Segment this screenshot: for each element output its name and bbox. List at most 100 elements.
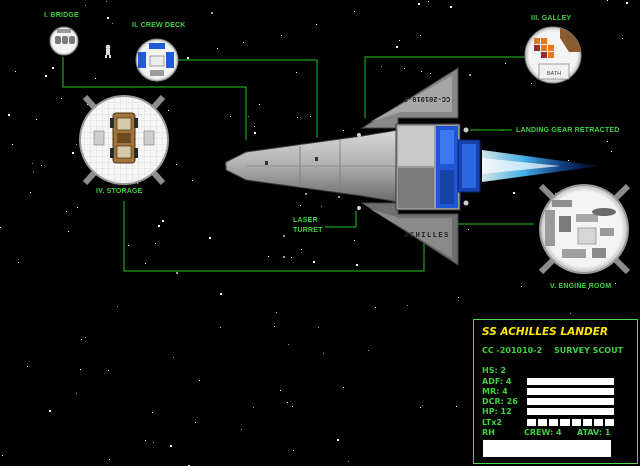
star [117,306,118,307]
turret-connector [325,211,357,228]
star [607,0,608,1]
star [33,171,34,172]
star [268,256,269,257]
star [155,243,156,244]
star [76,393,77,394]
star [354,11,355,12]
stat-dcr: DCR: 26 [482,397,518,406]
label-crew-deck: II. CREW DECK [132,22,186,29]
star [137,183,138,184]
star [570,313,571,314]
star [458,297,459,298]
ship-role: SURVEY SCOUT [554,346,624,355]
star [283,256,285,258]
star [52,67,54,69]
galley-connector [364,56,528,118]
star [199,380,200,381]
crew-deck-connector [156,59,318,138]
star [310,116,311,117]
ship-stats-panel: SS ACHILLES LANDER CC -201010-2 SURVEY S… [473,319,638,464]
star [32,163,33,164]
engine-flame [482,150,600,182]
star [281,35,282,36]
star [18,262,19,263]
star [607,141,608,142]
crew-deck-room[interactable] [135,38,179,82]
star [30,192,31,193]
star [420,407,421,408]
star [192,180,193,181]
star [626,2,628,4]
star [354,240,355,241]
star [8,114,10,116]
star [611,151,612,152]
ltx-segment-bar [527,419,614,426]
upper-wing [360,67,459,129]
star [296,72,297,73]
star [297,117,298,118]
galley-room[interactable]: BATH [524,26,582,84]
star [128,245,129,246]
adf-bar [527,378,614,385]
bridge-connector [62,57,247,140]
star [109,459,110,460]
star [95,78,96,79]
bridge-room[interactable] [49,26,79,56]
hull-number: CC-201010-2 [404,94,450,102]
storage-connector [123,201,425,272]
star [106,1,107,2]
achilles-lander-ship[interactable]: CC-201010-2 ACHILLES [225,67,481,266]
star [368,350,369,351]
star [276,312,277,313]
star [77,207,78,208]
notes-box [483,440,611,457]
star [107,17,109,19]
star [241,429,242,430]
star [27,366,28,367]
star [420,35,421,36]
star [615,283,616,284]
star [343,130,344,131]
star [187,57,189,59]
star [211,12,213,14]
star [407,305,408,306]
star [287,402,288,403]
star [396,46,398,48]
star [0,227,1,228]
star [248,116,249,117]
star [555,193,556,194]
storage-room[interactable] [79,94,169,186]
label-landing-gear: LANDING GEAR RETRACTED [516,127,620,134]
star [301,249,302,250]
star [162,220,164,222]
star [288,344,289,345]
star [418,3,420,5]
star [456,406,457,407]
star [66,211,67,212]
engine-room[interactable] [538,183,631,275]
star [531,83,532,84]
star [343,387,344,388]
label-bridge: I. BRIDGE [44,12,79,19]
star [292,406,293,407]
star [283,235,285,237]
label-laser-line2: TURRET [293,227,323,234]
star [49,410,51,412]
star [2,455,3,456]
star [348,461,349,462]
star [293,450,294,451]
dcr-bar [527,398,614,405]
star [72,152,74,154]
star [323,353,324,354]
star [300,205,301,206]
star [450,6,452,8]
star [112,23,113,24]
star [209,237,211,239]
star [253,407,254,408]
star [85,337,86,338]
stat-hs: HS: 2 [482,366,507,375]
label-laser-line1: LASER [293,217,318,224]
star [61,98,62,99]
star [254,132,256,134]
stat-mr: MR: 4 [482,387,508,396]
